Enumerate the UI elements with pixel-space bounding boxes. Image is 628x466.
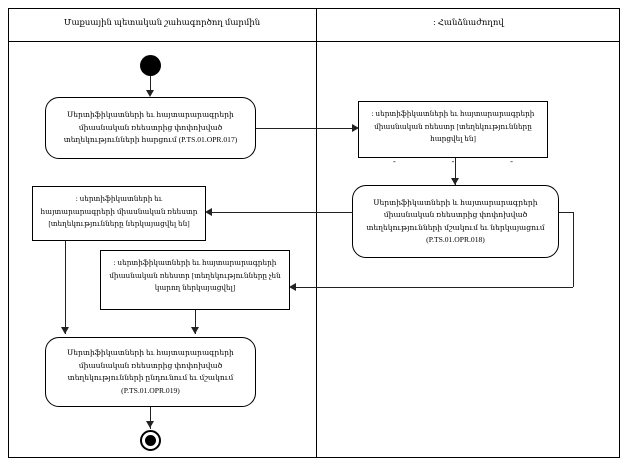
lane-title-customs: Մաքսային պետական շահագործող մարմին xyxy=(63,17,261,27)
arrowhead-activity018-to-object-presented xyxy=(205,208,212,216)
edge-activity018-to-object-not-presented xyxy=(295,287,573,288)
lane-title-commission: : Հանձնաժողով xyxy=(433,17,504,27)
lane-header-rule xyxy=(8,41,620,42)
object-node-info-requested-slots: - - - xyxy=(365,156,541,169)
object-slot-2: - xyxy=(451,156,455,166)
edge-activity018-to-object-presented xyxy=(211,212,353,213)
initial-node xyxy=(140,55,161,76)
arrowhead-object-not-presented-to-activity019 xyxy=(191,327,199,334)
object-node-info-presented[interactable]: : սերտիֆիկատների եւ հայտարարագրերի միասն… xyxy=(32,186,206,241)
object-node-info-requested-label: : սերտիֆիկատների եւ հայտարարագրերի միասն… xyxy=(371,109,535,143)
arrowhead-activity018-to-object-not-presented xyxy=(289,283,296,291)
edge-object-requested-to-activity018 xyxy=(455,158,456,185)
arrowhead-object-presented-to-activity019 xyxy=(61,327,69,334)
swimlane-frame xyxy=(8,8,620,458)
activity-opr-017[interactable]: Սերտիֆիկատների եւ հայտարարագրերի միասնակ… xyxy=(45,97,256,159)
arrowhead-activity017-to-object-requested xyxy=(352,124,359,132)
arrowhead-activity019-to-final xyxy=(146,421,154,428)
edge-object-not-presented-to-activity019 xyxy=(195,310,196,334)
edge-start-to-activity017 xyxy=(150,76,151,95)
object-slot-3: - xyxy=(510,156,513,166)
activity-opr-019[interactable]: Սերտիֆիկատների եւ հայտարարագրերի միասնակ… xyxy=(45,337,256,407)
arrowhead-start-to-activity017 xyxy=(146,90,154,97)
object-slot-1: - xyxy=(392,156,396,166)
arrowhead-object-requested-to-activity018 xyxy=(451,178,459,185)
final-node xyxy=(140,430,161,451)
edge-activity017-to-object-requested xyxy=(256,128,356,129)
lane-divider xyxy=(316,8,317,458)
object-node-info-requested[interactable]: : սերտիֆիկատների եւ հայտարարագրերի միասն… xyxy=(358,101,548,166)
edge-activity018-down-to-notpresented xyxy=(573,212,574,287)
activity-opr-018[interactable]: Սերտիֆիկատների և հայտարարագրերի միասնակա… xyxy=(352,185,559,258)
object-node-info-not-presented[interactable]: : սերտիֆիկատների եւ հայտարարագրերի միասն… xyxy=(100,250,290,310)
edge-object-presented-to-activity019 xyxy=(65,241,66,334)
edge-activity018-right-stub xyxy=(559,212,574,213)
edge-activity019-to-final xyxy=(150,407,151,429)
